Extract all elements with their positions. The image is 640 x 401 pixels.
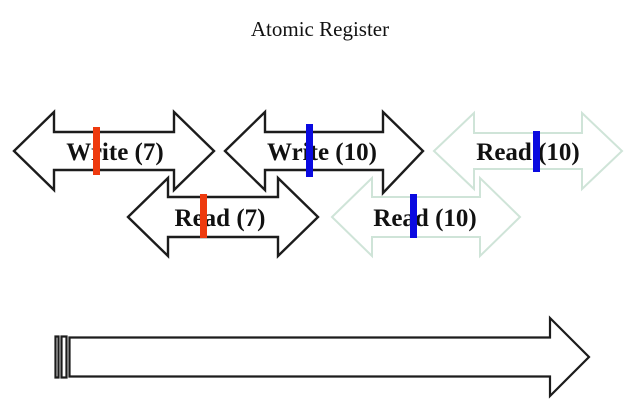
operation-write-10 [223,109,425,196]
double-arrow-shape [223,109,425,196]
double-arrow-shape [330,175,522,259]
timeline-stripe-thin [54,335,60,379]
operation-label-write-10: Write (10) [267,139,377,166]
operation-read-7 [126,175,320,259]
timeline-stripe-thick [60,335,68,379]
operation-read-10-mid [330,175,522,259]
diagram-title: Atomic Register [251,17,389,41]
linearization-point-read-10-mid [410,194,417,238]
operation-label-read-10-top: Read (10) [476,139,579,166]
linearization-point-write-10 [306,124,313,177]
operation-label-read-7: Read (7) [175,205,266,232]
double-arrow-shape [126,175,320,259]
operation-label-read-10-mid: Read (10) [373,205,476,232]
timeline-arrow [54,315,591,399]
linearization-point-read-7 [200,194,207,238]
operation-read-10-top [432,110,624,192]
linearization-point-read-10-top [533,131,540,172]
operation-write-7 [12,109,216,193]
double-arrow-shape [432,110,624,192]
operation-label-write-7: Write (7) [66,139,163,166]
double-arrow-shape [12,109,216,193]
timeline-arrow-body [68,315,591,399]
linearization-point-write-7 [93,127,100,175]
